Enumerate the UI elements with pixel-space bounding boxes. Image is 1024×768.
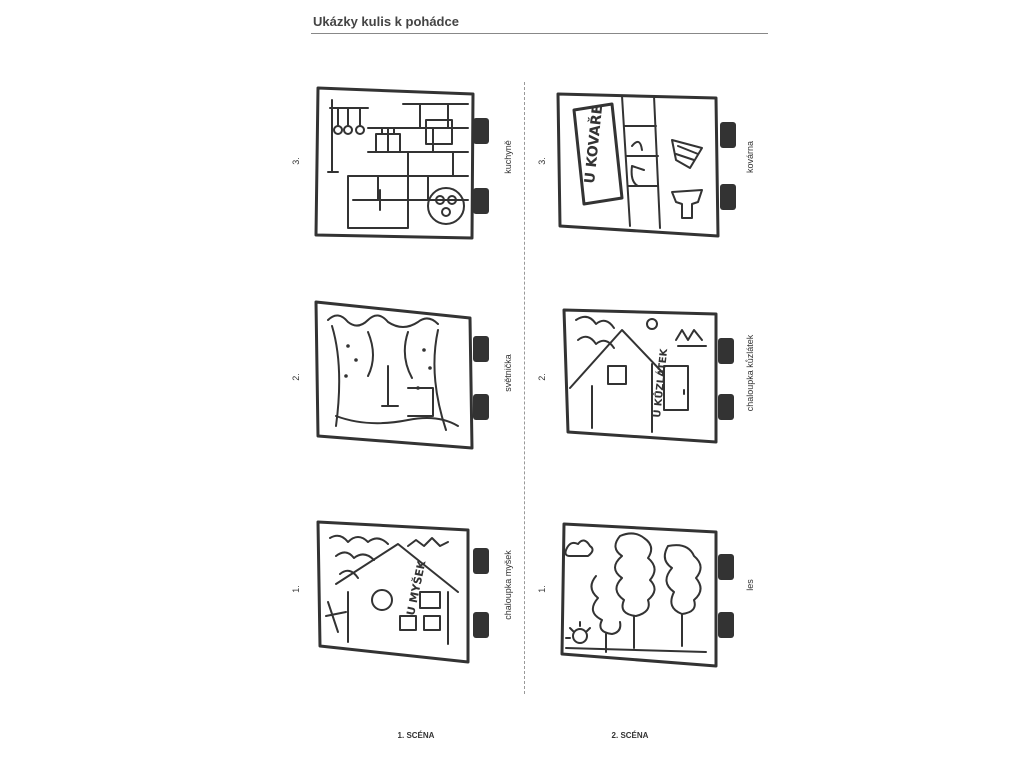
drawing-parlour: [308, 296, 494, 462]
page-title: Ukázky kulis k pohádce: [313, 14, 459, 29]
title-rule: [311, 33, 768, 34]
card-number: 2.: [291, 373, 301, 381]
scene-label-2: 2. SCÉNA: [611, 731, 649, 740]
card-caption: les: [745, 579, 755, 591]
drawing-goat-cottage: U KŮZLÁTEK: [556, 300, 742, 466]
scene-label-1: 1. SCÉNA: [397, 731, 435, 740]
drawing-mouse-cottage: U MYŠEK: [308, 512, 494, 678]
scene-divider: [524, 82, 525, 694]
drawing-smithy: U KOVAŘE: [552, 86, 738, 252]
drawing-forest: [556, 516, 742, 682]
card-caption: chaloupka kůzlátek: [745, 334, 755, 412]
card-caption: světnička: [503, 354, 513, 392]
card-number: 2.: [537, 373, 547, 381]
card-number: 3.: [537, 157, 547, 165]
card-number: 3.: [291, 157, 301, 165]
sign-text: U KOVAŘE: [581, 104, 606, 184]
card-caption: kuchyně: [503, 140, 513, 174]
sign-text: U KŮZLÁTEK: [650, 347, 670, 419]
card-number: 1.: [291, 585, 301, 593]
card-caption: chaloupka myšek: [503, 550, 513, 620]
card-caption: kovárna: [745, 140, 755, 174]
card-number: 1.: [537, 585, 547, 593]
drawing-kitchen: [308, 80, 494, 246]
